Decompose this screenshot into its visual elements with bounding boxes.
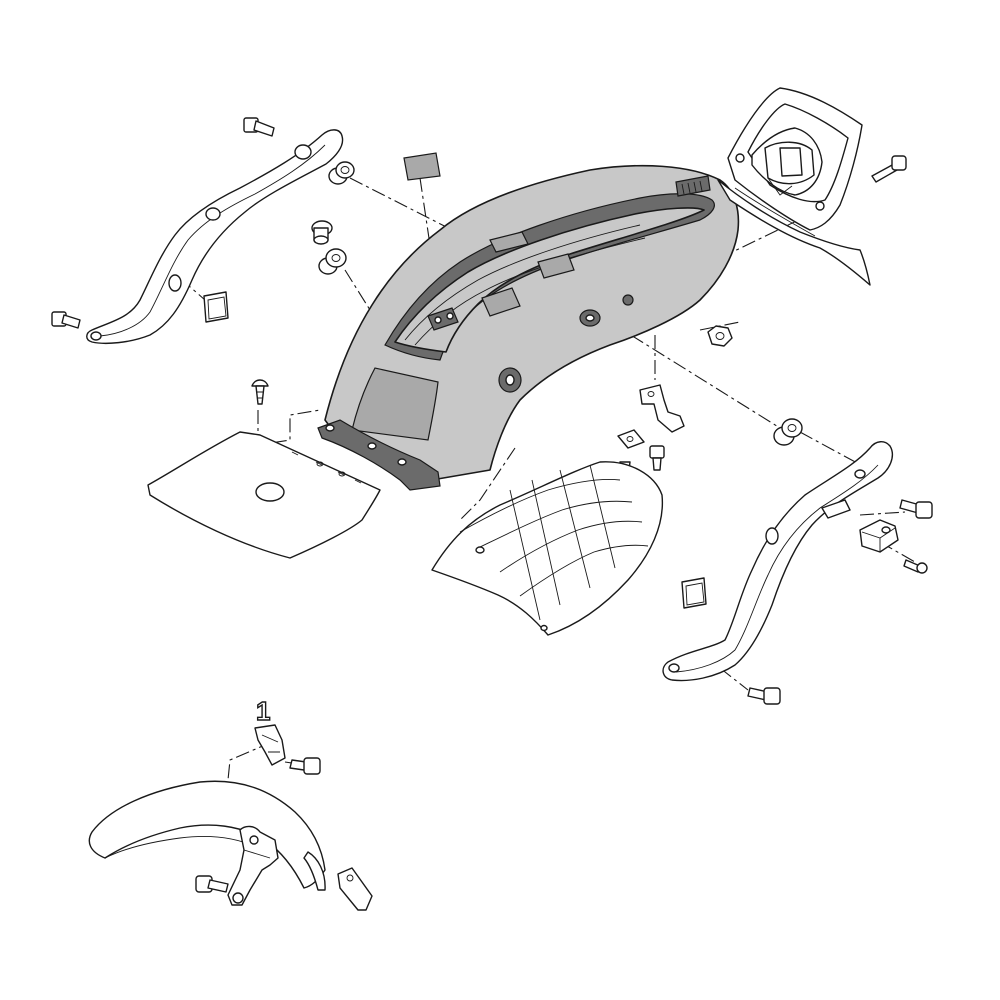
front-fender: [88, 780, 326, 891]
callout-number: 1: [255, 695, 271, 726]
front-fender-small-bracket: [254, 724, 286, 766]
right-fender-strut: [662, 441, 894, 682]
inner-mud-guard: [431, 461, 664, 636]
left-fender-strut: [86, 129, 344, 344]
tail-light-screw: [871, 155, 907, 183]
small-screw-right: [903, 559, 928, 574]
flange-nut: [707, 325, 733, 347]
front-fender-bolt: [195, 875, 229, 893]
right-strut-bolt-bottom: [747, 687, 781, 705]
mounting-bracket: [639, 384, 685, 433]
small-bolt: [649, 445, 665, 471]
left-strut-reflector: [203, 291, 229, 323]
callout-label-text: 1: [256, 696, 270, 726]
plate-rivet: [251, 379, 269, 405]
license-plate-backing: [147, 431, 381, 559]
decal-label: [403, 152, 441, 181]
rubber-bushing-1: [328, 161, 355, 185]
tail-light-assembly: [717, 87, 871, 286]
front-bracket-bolt: [289, 757, 321, 775]
collar-washer: [311, 220, 333, 245]
left-strut-bolt-top: [243, 117, 275, 137]
right-strut-reflector: [681, 577, 707, 609]
right-strut-bushing: [773, 418, 803, 446]
front-reflector-clip: [337, 867, 373, 911]
right-strut-bolt-top: [899, 499, 933, 519]
rear-fender: [317, 164, 740, 491]
turn-signal-block: [859, 519, 899, 553]
clip-nut: [617, 429, 645, 449]
front-fender-bracket: [227, 825, 279, 906]
rubber-bushing-2: [318, 248, 347, 275]
left-strut-bolt-bottom: [51, 311, 81, 329]
